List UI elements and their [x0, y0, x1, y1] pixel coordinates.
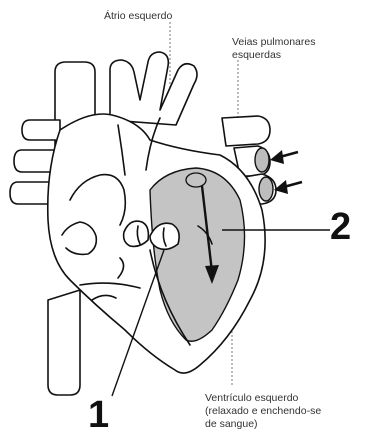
callout-number-1: 1: [88, 396, 109, 434]
aortic-arch: [110, 52, 197, 125]
left-ventricle-label-line3: de sangue): [205, 418, 258, 430]
inflow-arrow-1-head: [270, 150, 284, 164]
vessel-left-1: [22, 120, 60, 140]
pulmonary-vein-upper: [222, 116, 270, 146]
left-ventricle-label-line1: Ventrículo esquerdo: [205, 392, 298, 404]
left-ventricle-label-line2: (relaxado e enchendo-se: [205, 405, 321, 417]
inferior-vena-cava: [48, 290, 80, 395]
pulmonary-veins-label-line2: esquerdas: [232, 49, 281, 61]
pulmonary-vein-opening-1: [255, 148, 269, 172]
vessel-left-2: [14, 150, 56, 172]
callout-number-2: 2: [330, 208, 351, 246]
left-atrium-label: Átrio esquerdo: [104, 10, 172, 22]
pulmonary-veins-label-line1: Veias pulmonares: [232, 36, 315, 48]
pulmonary-vein-opening-2: [259, 177, 273, 201]
